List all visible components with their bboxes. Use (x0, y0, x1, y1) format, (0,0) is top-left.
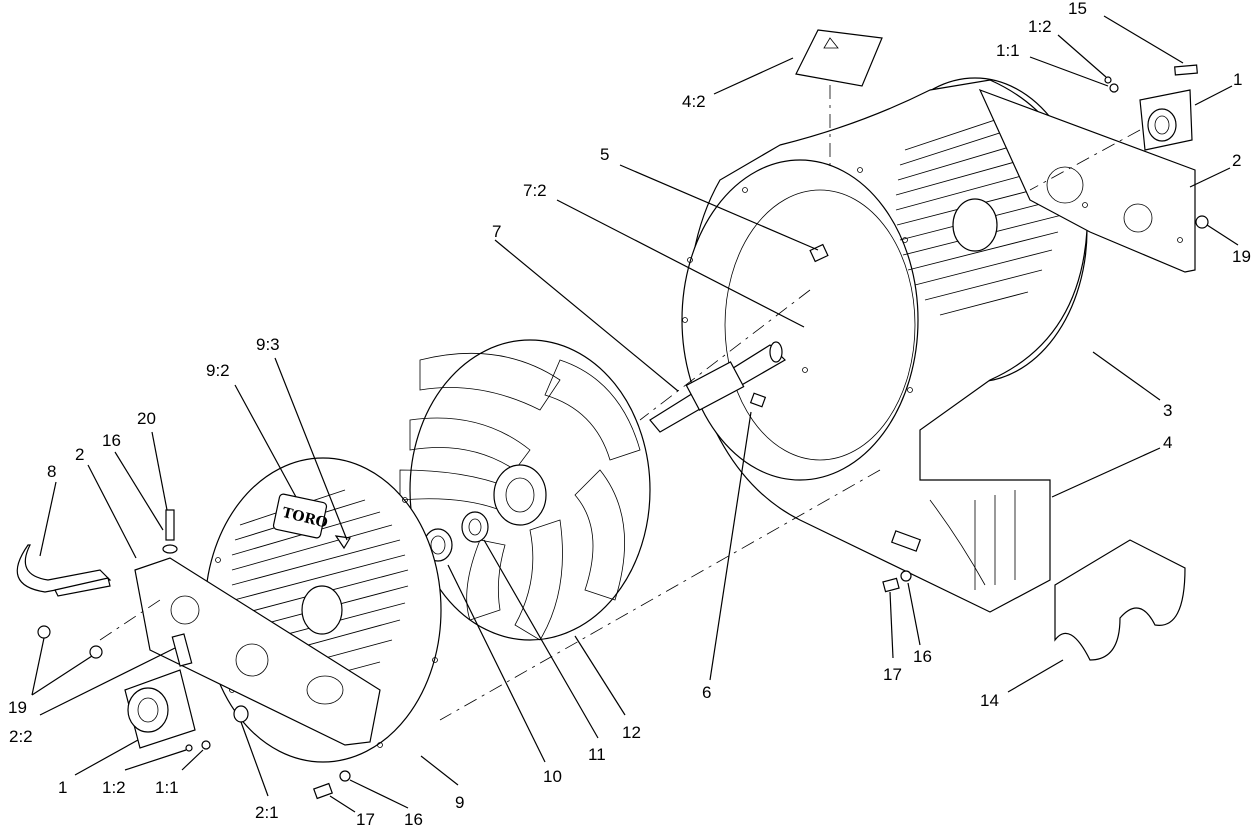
left-mounting-plate (134, 557, 381, 746)
callout-15: 15 (1068, 0, 1087, 18)
callout-16-right: 16 (913, 647, 932, 666)
callout-19-left: 19 (8, 698, 27, 717)
assembly-centerlines (99, 85, 1141, 721)
front-cover: TORO (204, 457, 442, 763)
callout-1-top: 1 (1233, 70, 1242, 89)
leader-lines (31, 15, 1239, 813)
blower-housing (681, 77, 1088, 613)
callout-2-left: 2 (75, 445, 84, 464)
callout-2-1: 2:1 (255, 803, 279, 822)
callout-17-bottom: 17 (356, 810, 375, 829)
toro-logo-badge: TORO (272, 493, 329, 539)
callout-1-1-top: 1:1 (996, 41, 1020, 60)
callout-19-right: 19 (1232, 247, 1251, 266)
right-mounting-plate (978, 88, 1196, 273)
callout-16-left: 16 (102, 431, 121, 450)
callout-10: 10 (543, 767, 562, 786)
callout-20: 20 (137, 409, 156, 428)
callout-4-2: 4:2 (682, 92, 706, 111)
right-bearing (1139, 89, 1193, 151)
callout-5: 5 (600, 145, 609, 164)
callout-12: 12 (622, 723, 641, 742)
callout-9-3: 9:3 (256, 335, 280, 354)
callout-2-right: 2 (1232, 151, 1241, 170)
callout-7: 7 (492, 222, 501, 241)
callout-6: 6 (702, 683, 711, 702)
callout-8: 8 (47, 462, 56, 481)
callout-4: 4 (1163, 433, 1172, 452)
callout-2-2: 2:2 (9, 727, 33, 746)
callout-16-bottom: 16 (404, 810, 423, 829)
shaft (649, 341, 786, 433)
callout-17-right: 17 (883, 665, 902, 684)
right-top-hardware (1104, 64, 1209, 229)
decal-card (795, 29, 883, 87)
callout-14: 14 (980, 691, 999, 710)
callout-9: 9 (455, 793, 464, 812)
callout-7-2: 7:2 (523, 181, 547, 200)
callout-1-2-top: 1:2 (1028, 17, 1052, 36)
impeller (399, 339, 651, 641)
callout-1-bottom: 1 (58, 778, 67, 797)
callout-3: 3 (1163, 401, 1172, 420)
callout-11: 11 (588, 745, 606, 764)
left-bearing (124, 669, 196, 749)
callout-9-2: 9:2 (206, 361, 230, 380)
outlet-deflector (1054, 539, 1186, 661)
callout-1-1-bottom: 1:1 (155, 778, 179, 797)
callout-labels: 15 1:2 1:1 1 2 19 3 4 4:2 5 7:2 7 6 9:3 … (8, 0, 1251, 829)
callout-1-2-bottom: 1:2 (102, 778, 126, 797)
retaining-pin (16, 544, 112, 597)
